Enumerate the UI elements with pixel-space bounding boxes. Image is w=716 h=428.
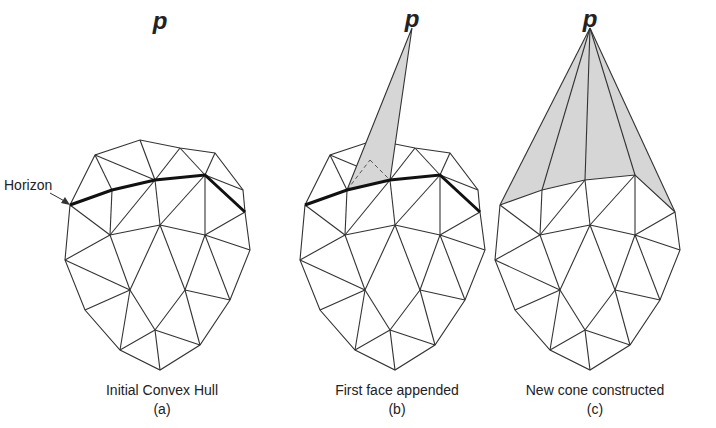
caption-text: New cone constructed bbox=[526, 383, 665, 398]
point-label: p bbox=[153, 8, 168, 34]
horizon-label: Horizon bbox=[4, 178, 52, 193]
caption-number: (c) bbox=[587, 402, 603, 417]
caption-text: First face appended bbox=[335, 383, 459, 398]
point-label: p bbox=[405, 6, 420, 32]
point-label: p bbox=[583, 6, 598, 32]
caption-number: (a) bbox=[153, 402, 170, 417]
caption-number: (b) bbox=[388, 402, 405, 417]
caption-text: Initial Convex Hull bbox=[106, 383, 218, 398]
